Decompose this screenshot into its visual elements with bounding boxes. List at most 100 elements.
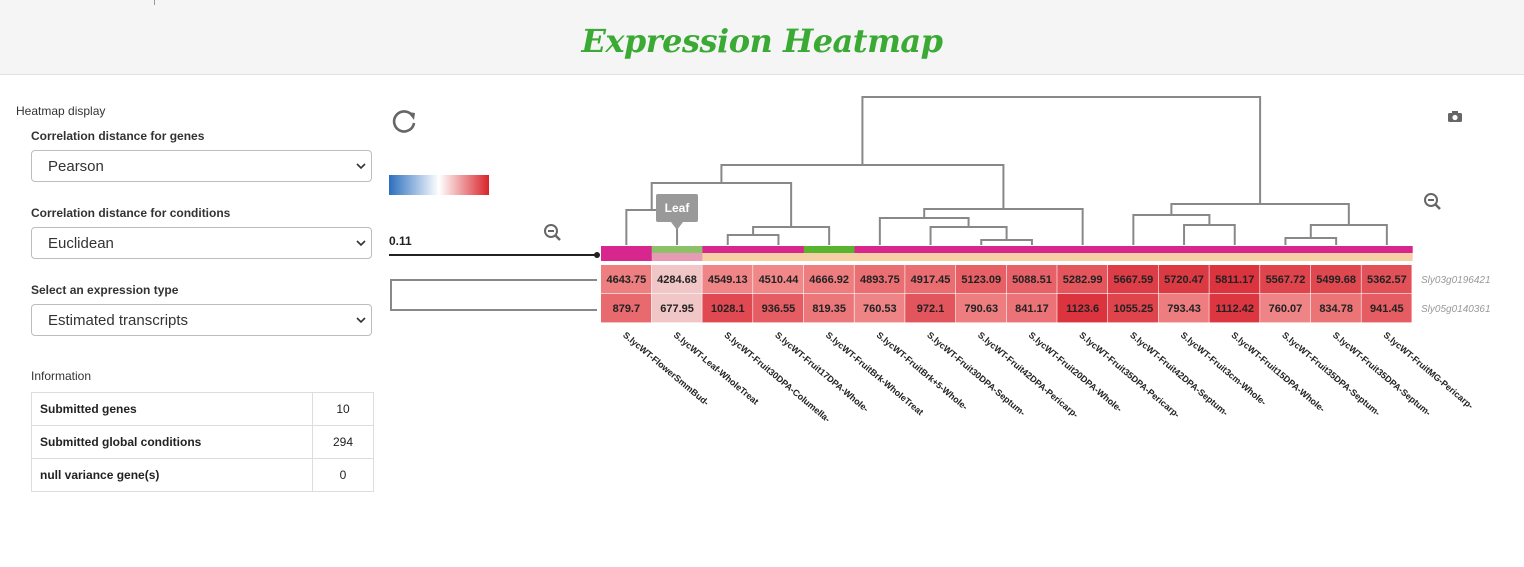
expression-type-select[interactable]: Estimated transcripts bbox=[31, 304, 372, 336]
heatmap-value: 793.43 bbox=[1167, 303, 1201, 315]
heatmap-cell[interactable] bbox=[1310, 265, 1361, 294]
heatmap-cell[interactable] bbox=[601, 294, 652, 323]
heatmap-cell[interactable] bbox=[753, 265, 804, 294]
heatmap-value: 879.7 bbox=[613, 303, 641, 315]
tissue-color-cell bbox=[601, 246, 653, 253]
heatmap-cell[interactable] bbox=[1108, 265, 1159, 294]
info-key: null variance gene(s) bbox=[31, 458, 313, 492]
heatmap-value: 4643.75 bbox=[606, 274, 646, 286]
heatmap-cell[interactable] bbox=[1209, 294, 1260, 323]
gene-distance-select[interactable]: Pearson bbox=[31, 150, 372, 182]
stage-color-cell bbox=[955, 253, 1008, 261]
condition-label: S.lycWT-Fruit42DPA-Pericarp- bbox=[976, 330, 1080, 420]
table-row: null variance gene(s) 0 bbox=[31, 458, 374, 492]
heatmap-cell[interactable] bbox=[1006, 265, 1057, 294]
heatmap-cell[interactable] bbox=[1057, 294, 1108, 323]
header-divider bbox=[154, 0, 155, 5]
heatmap-cell[interactable] bbox=[803, 265, 854, 294]
condition-label: S.lycWT-Fruit35DPA-Pericarp- bbox=[1077, 330, 1181, 420]
stage-color-cell bbox=[1057, 253, 1109, 261]
stage-color-cell bbox=[1361, 253, 1413, 261]
information-label: Information bbox=[31, 369, 92, 383]
stage-color-cell bbox=[702, 253, 754, 261]
heatmap-value: 760.07 bbox=[1269, 303, 1303, 315]
condition-label: S.lycWT-FruitMG-Pericarp- bbox=[1382, 330, 1476, 411]
condition-labels: S.lycWT-FlowerSmmBud-S.lycWT-Leaf-WholeT… bbox=[621, 330, 1475, 424]
table-row: Submitted genes 10 bbox=[31, 392, 374, 426]
heatmap-value: 677.95 bbox=[660, 303, 694, 315]
stage-color-cell bbox=[1108, 253, 1160, 261]
tissue-color-cell bbox=[1006, 246, 1058, 253]
heatmap-value: 4284.68 bbox=[657, 274, 697, 286]
scale-bar[interactable] bbox=[389, 252, 600, 258]
condition-distance-select[interactable]: Euclidean bbox=[31, 227, 372, 259]
heatmap-cell[interactable] bbox=[955, 265, 1006, 294]
heatmap-cell[interactable] bbox=[651, 265, 702, 294]
heatmap-value: 1055.25 bbox=[1113, 303, 1153, 315]
heatmap-value: 5088.51 bbox=[1012, 274, 1052, 286]
heatmap-value: 4549.13 bbox=[708, 274, 748, 286]
stage-color-cell bbox=[1260, 253, 1312, 261]
dendrogram-link bbox=[980, 239, 1033, 245]
stage-color-cell bbox=[1158, 253, 1210, 261]
heatmap-value: 4917.45 bbox=[911, 274, 951, 286]
heatmap-value: 1028.1 bbox=[711, 303, 745, 315]
heatmap-cell[interactable] bbox=[1057, 265, 1108, 294]
dendrogram-link bbox=[1183, 224, 1236, 245]
heatmap-cell[interactable] bbox=[1361, 294, 1412, 323]
heatmap-value: 5499.68 bbox=[1316, 274, 1356, 286]
heatmap-value: 5667.59 bbox=[1113, 274, 1153, 286]
heatmap-cell[interactable] bbox=[1158, 294, 1209, 323]
condition-label: S.lycWT-Fruit17DPA-Whole- bbox=[773, 330, 870, 414]
heatmap-cell[interactable] bbox=[803, 294, 854, 323]
camera-icon[interactable] bbox=[1448, 111, 1462, 122]
tissue-color-cell bbox=[1057, 246, 1109, 253]
heatmap-value: 1112.42 bbox=[1215, 303, 1254, 315]
heatmap-cell[interactable] bbox=[601, 265, 652, 294]
heatmap-value: 819.35 bbox=[812, 303, 846, 315]
expression-type-label: Select an expression type bbox=[31, 283, 179, 297]
tissue-color-cell bbox=[1209, 246, 1261, 253]
heatmap-cell[interactable] bbox=[1006, 294, 1057, 323]
condition-label: S.lycWT-FruitBrk+5-Whole- bbox=[875, 330, 970, 412]
heatmap-cell[interactable] bbox=[1260, 265, 1311, 294]
heatmap-cell[interactable] bbox=[905, 265, 956, 294]
chevron-down-icon bbox=[356, 317, 366, 324]
condition-label: S.lycWT-Fruit35DPA-Septum- bbox=[1280, 330, 1382, 418]
heatmap-value: 5362.57 bbox=[1367, 274, 1407, 286]
heatmap-cell[interactable] bbox=[1158, 265, 1209, 294]
condition-label: S.lycWT-Leaf-WholeTreat bbox=[672, 330, 761, 407]
heatmap-cell[interactable] bbox=[854, 294, 905, 323]
zoom-out-icon[interactable] bbox=[544, 224, 561, 241]
chevron-down-icon bbox=[356, 163, 366, 170]
heatmap-cell[interactable] bbox=[1260, 294, 1311, 323]
heatmap-cell[interactable] bbox=[854, 265, 905, 294]
heatmap-cell[interactable] bbox=[753, 294, 804, 323]
tissue-color-cell bbox=[1361, 246, 1413, 253]
stage-color-cell bbox=[854, 253, 906, 261]
stage-color-cell bbox=[905, 253, 957, 261]
stage-color-cell bbox=[1310, 253, 1362, 261]
heatmap-cell[interactable] bbox=[905, 294, 956, 323]
heatmap-cell[interactable] bbox=[702, 265, 753, 294]
heatmap-cell[interactable] bbox=[1361, 265, 1412, 294]
heatmap-cell[interactable] bbox=[1108, 294, 1159, 323]
zoom-out-icon[interactable] bbox=[1424, 193, 1441, 210]
heatmap-cell[interactable] bbox=[955, 294, 1006, 323]
heatmap-cell[interactable] bbox=[702, 294, 753, 323]
info-value: 10 bbox=[312, 392, 374, 426]
dendrogram-link bbox=[861, 96, 1262, 204]
heatmap-cell[interactable] bbox=[1209, 265, 1260, 294]
refresh-icon[interactable] bbox=[392, 110, 416, 133]
information-table: Submitted genes 10 Submitted global cond… bbox=[31, 392, 374, 492]
condition-label: S.lycWT-Fruit30DPA-Septum- bbox=[925, 330, 1027, 418]
tissue-color-cell bbox=[955, 246, 1008, 253]
heatmap-value: 790.63 bbox=[964, 303, 998, 315]
tissue-color-cell bbox=[1108, 246, 1160, 253]
heatmap-value: 4893.75 bbox=[860, 274, 900, 286]
heatmap-cell[interactable] bbox=[651, 294, 702, 323]
heatmap-value: 1123.6 bbox=[1066, 303, 1099, 315]
heatmap-cell[interactable] bbox=[1310, 294, 1361, 323]
condition-label: S.lycWT-Fruit15DPA-Whole- bbox=[1229, 330, 1326, 414]
